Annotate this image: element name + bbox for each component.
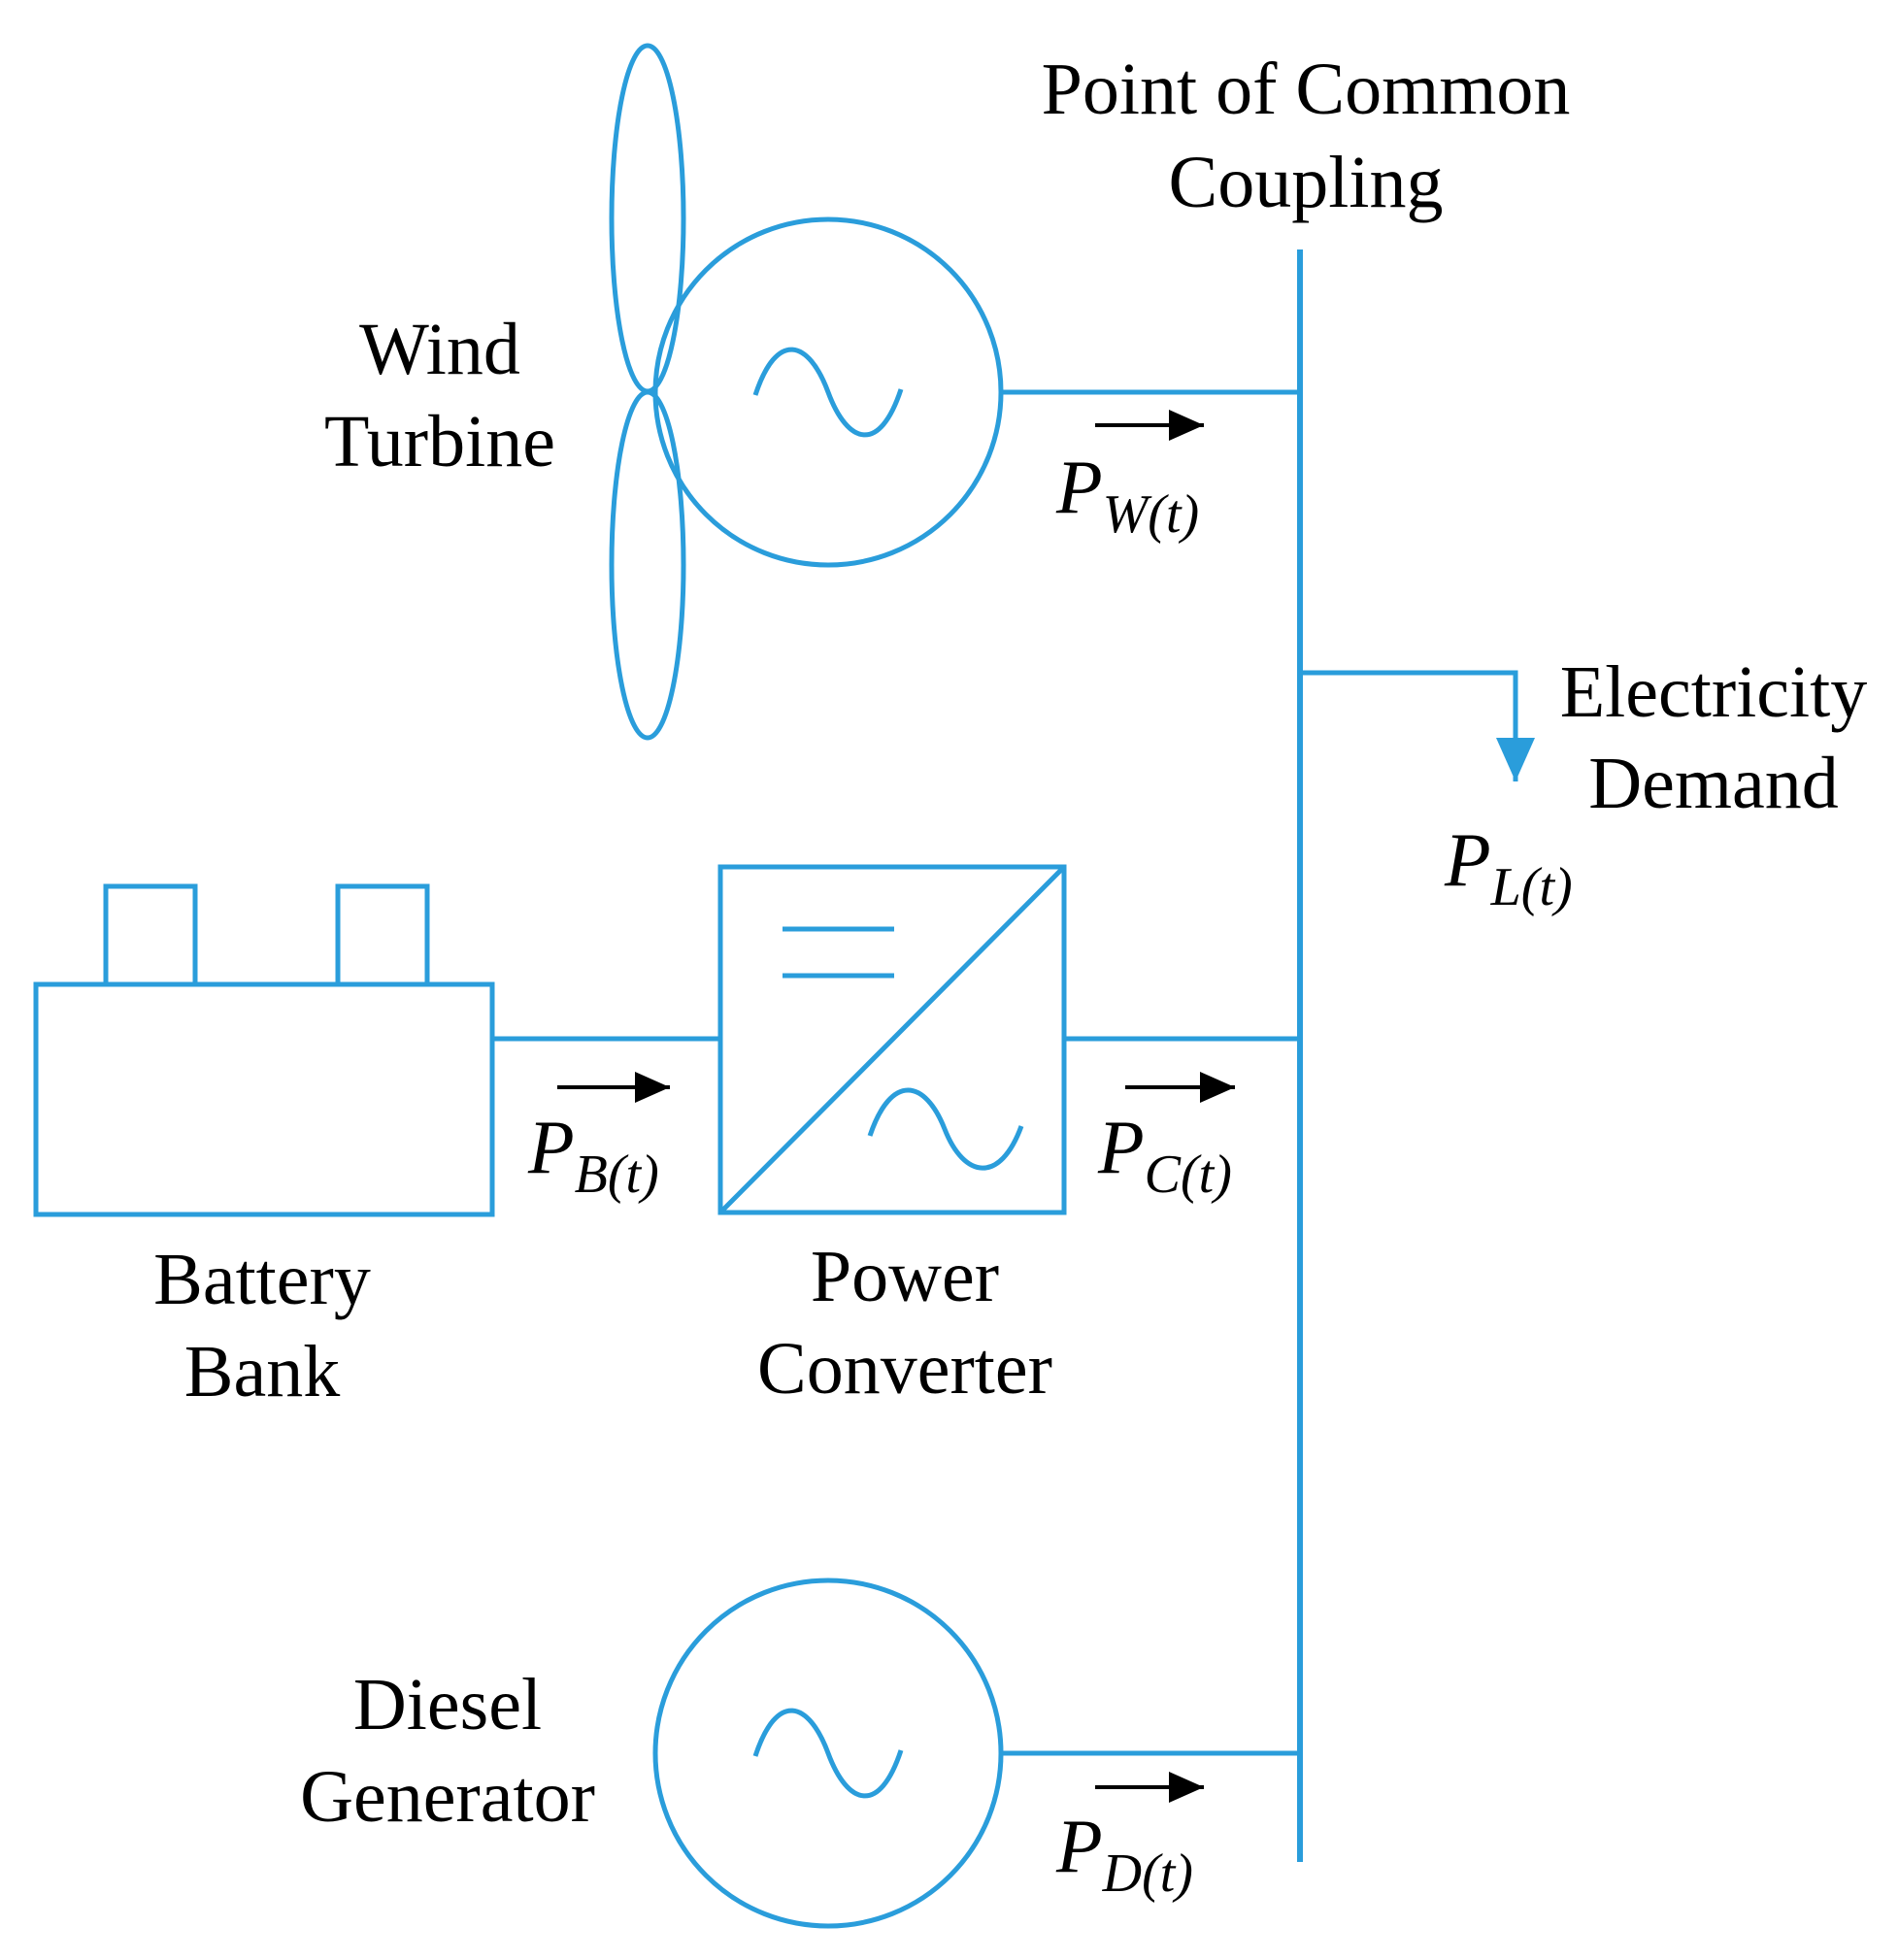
wind-turbine-label-line2: Turbine xyxy=(324,401,555,482)
demand-label-line1: Electricity xyxy=(1560,651,1868,733)
battery-bank-icon xyxy=(33,883,495,1217)
pcc-label-line1: Point of Common xyxy=(1042,49,1571,130)
converter-flow-symbol: PC(t) xyxy=(1097,1105,1232,1205)
diesel-label-line2: Generator xyxy=(300,1756,595,1838)
wind-turbine-label-line1: Wind xyxy=(359,309,520,390)
sine-wave-icon xyxy=(752,1708,904,1799)
diesel-flow-symbol: PD(t) xyxy=(1055,1804,1193,1904)
sine-wave-icon xyxy=(867,1087,1024,1171)
demand-label-line2: Demand xyxy=(1588,743,1838,824)
wind-turbine-icon xyxy=(609,43,1004,741)
converter-label-line1: Power xyxy=(811,1236,999,1317)
demand-feeder-line xyxy=(1300,670,1535,781)
sine-wave-icon xyxy=(752,347,904,438)
dc-ac-converter-icon xyxy=(717,864,1067,1215)
diesel-generator-icon xyxy=(652,1578,1004,1929)
battery-flow-symbol: PB(t) xyxy=(527,1105,659,1205)
converter-label-line2: Converter xyxy=(757,1328,1052,1410)
load-flow-symbol: PL(t) xyxy=(1444,817,1573,917)
diesel-label-line1: Diesel xyxy=(353,1664,542,1745)
pcc-label-line2: Coupling xyxy=(1169,142,1444,223)
wind-flow-symbol: PW(t) xyxy=(1055,445,1199,545)
battery-label-line1: Battery xyxy=(153,1239,371,1320)
battery-label-line2: Bank xyxy=(184,1331,340,1412)
